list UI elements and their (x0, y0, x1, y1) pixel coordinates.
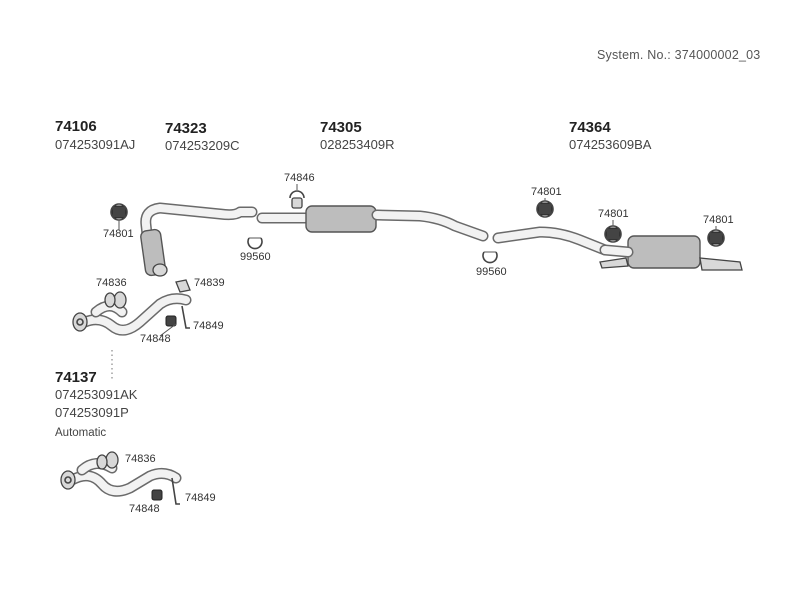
callout-74836-bottom: 74836 (125, 453, 156, 465)
clamp-74846 (289, 184, 305, 209)
part-ref-74137-1: 074253091AK (55, 387, 138, 402)
rear-silencer-body (627, 235, 701, 269)
bracket-74849-lower (171, 477, 180, 505)
part-ref-74364: 074253609BA (569, 137, 652, 152)
hanger-74801-rear-left (604, 220, 622, 243)
part-number-74323: 74323 (165, 120, 207, 137)
part-number-74305: 74305 (320, 119, 362, 136)
tailpipe-left (599, 257, 629, 269)
part-number-74137: 74137 (55, 369, 97, 386)
part-number-74364: 74364 (569, 119, 611, 136)
callout-74801-rear-left: 74801 (598, 208, 629, 220)
gasket-74836 (113, 291, 127, 309)
middle-silencer-74305 (256, 205, 489, 242)
part-note-automatic: Automatic (55, 427, 107, 439)
callout-74846: 74846 (284, 172, 315, 184)
hanger-74801-mid (536, 198, 554, 218)
clamp-99560-rear (482, 251, 498, 264)
part-ref-74106: 074253091AJ (55, 137, 136, 152)
callout-74836-top: 74836 (96, 277, 127, 289)
flange-front (72, 312, 88, 332)
bracket-74849 (181, 305, 190, 329)
part-ref-74305: 028253409R (320, 137, 395, 152)
hanger-74801-rear-right (707, 226, 725, 247)
gasket-74839 (175, 279, 191, 293)
mount-74848-lower (151, 489, 163, 501)
callout-99560-rear: 99560 (476, 266, 507, 278)
clamp-99560-front (247, 237, 263, 250)
callout-74839: 74839 (194, 277, 225, 289)
callout-74801-rear-right: 74801 (703, 214, 734, 226)
downpipe-74137 (60, 451, 182, 505)
part-ref-74323: 074253209C (165, 138, 240, 153)
flange-front-lower (60, 470, 76, 490)
part-number-74106: 74106 (55, 118, 97, 135)
middle-silencer-body (305, 205, 377, 233)
mount-74848 (165, 315, 177, 327)
callout-99560-front: 99560 (240, 251, 271, 263)
tailpipe (699, 257, 743, 271)
rear-silencer-74364 (492, 226, 743, 271)
downpipe-74106 (72, 263, 192, 337)
system-number: System. No.: 374000002_03 (597, 48, 761, 62)
part-ref-74137-2: 074253091P (55, 405, 129, 420)
gasket-74836-lower (105, 451, 119, 469)
callout-74849-bottom: 74849 (185, 492, 216, 504)
callout-74848-bottom: 74848 (129, 503, 160, 515)
callout-74801-front: 74801 (103, 228, 134, 240)
hanger-74801-front (110, 203, 128, 230)
callout-74801-mid: 74801 (531, 186, 562, 198)
front-pipe-74323 (140, 202, 258, 277)
callout-74848-top: 74848 (140, 333, 171, 345)
callout-74849-top: 74849 (193, 320, 224, 332)
